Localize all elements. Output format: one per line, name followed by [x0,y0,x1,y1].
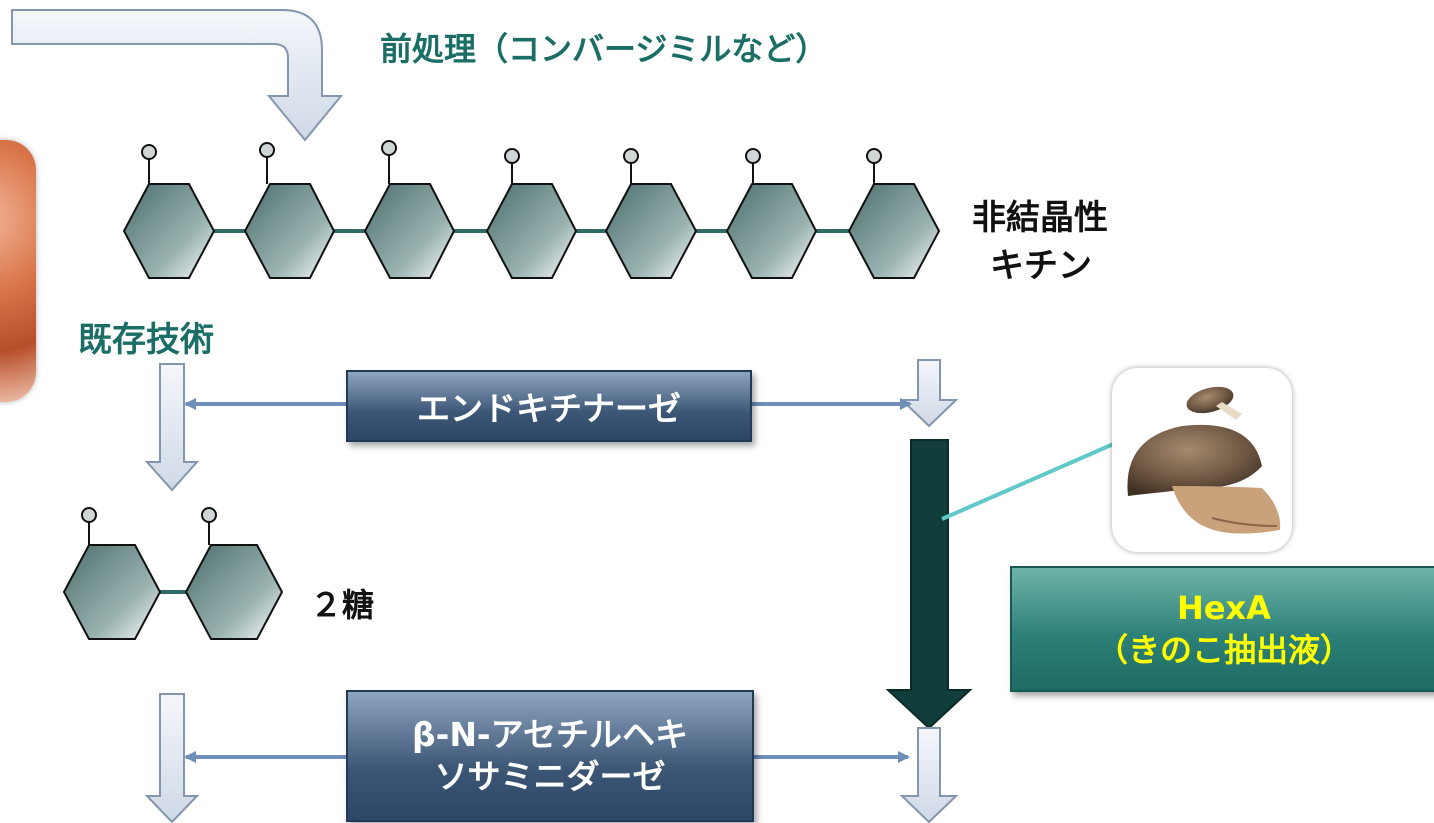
mushroom-icon [1127,386,1281,534]
hexosaminidase-box: β-N-アセチルヘキ ソサミニダーゼ [346,690,754,822]
chitin-chain [122,183,941,279]
new-flow-arrow-1 [899,359,959,428]
hexa-process-arrow [885,439,973,730]
disaccharide [62,544,284,640]
hexagon-unit [363,183,456,279]
chitin-side-groups [141,140,882,184]
mushroom-image [1112,368,1292,552]
disaccharide-side-groups [81,507,217,545]
hexa-box: HexA （きのこ抽出液） [1010,566,1434,692]
hexa-subtitle: （きのこ抽出液） [1095,631,1352,669]
hexagon-unit [122,183,216,279]
endochitinase-box: エンドキチナーゼ [346,370,752,442]
existing-technology-label: 既存技術 [78,320,214,360]
hexosaminidase-label-line2: ソサミニダーゼ [434,757,666,796]
mushroom-connector [941,440,1119,521]
hexagon-unit [184,544,284,640]
hexagon-unit [847,183,941,279]
pretreatment-label: 前処理（コンバージミルなど） [380,30,828,68]
existing-flow-arrow-2 [144,693,200,823]
hexa-title: HexA [1177,589,1271,627]
hexagon-unit [62,544,162,640]
shrimp-image [0,140,36,402]
endochitinase-label: エンドキチナーゼ [417,389,681,428]
hexagon-unit [604,183,698,279]
hexosaminidase-label-line1: β-N-アセチルヘキ [412,715,688,754]
amorphous-chitin-label-line1: 非結晶性 [972,198,1108,238]
hexagon-unit [485,183,578,279]
existing-flow-arrow-1 [144,363,200,492]
hexagon-unit [725,183,818,279]
hexagon-unit [243,183,336,279]
new-flow-arrow-2 [899,727,959,823]
pretreatment-arrow [11,9,344,142]
disaccharide-label: ２糖 [310,586,375,624]
amorphous-chitin-label-line2: キチン [990,246,1092,286]
